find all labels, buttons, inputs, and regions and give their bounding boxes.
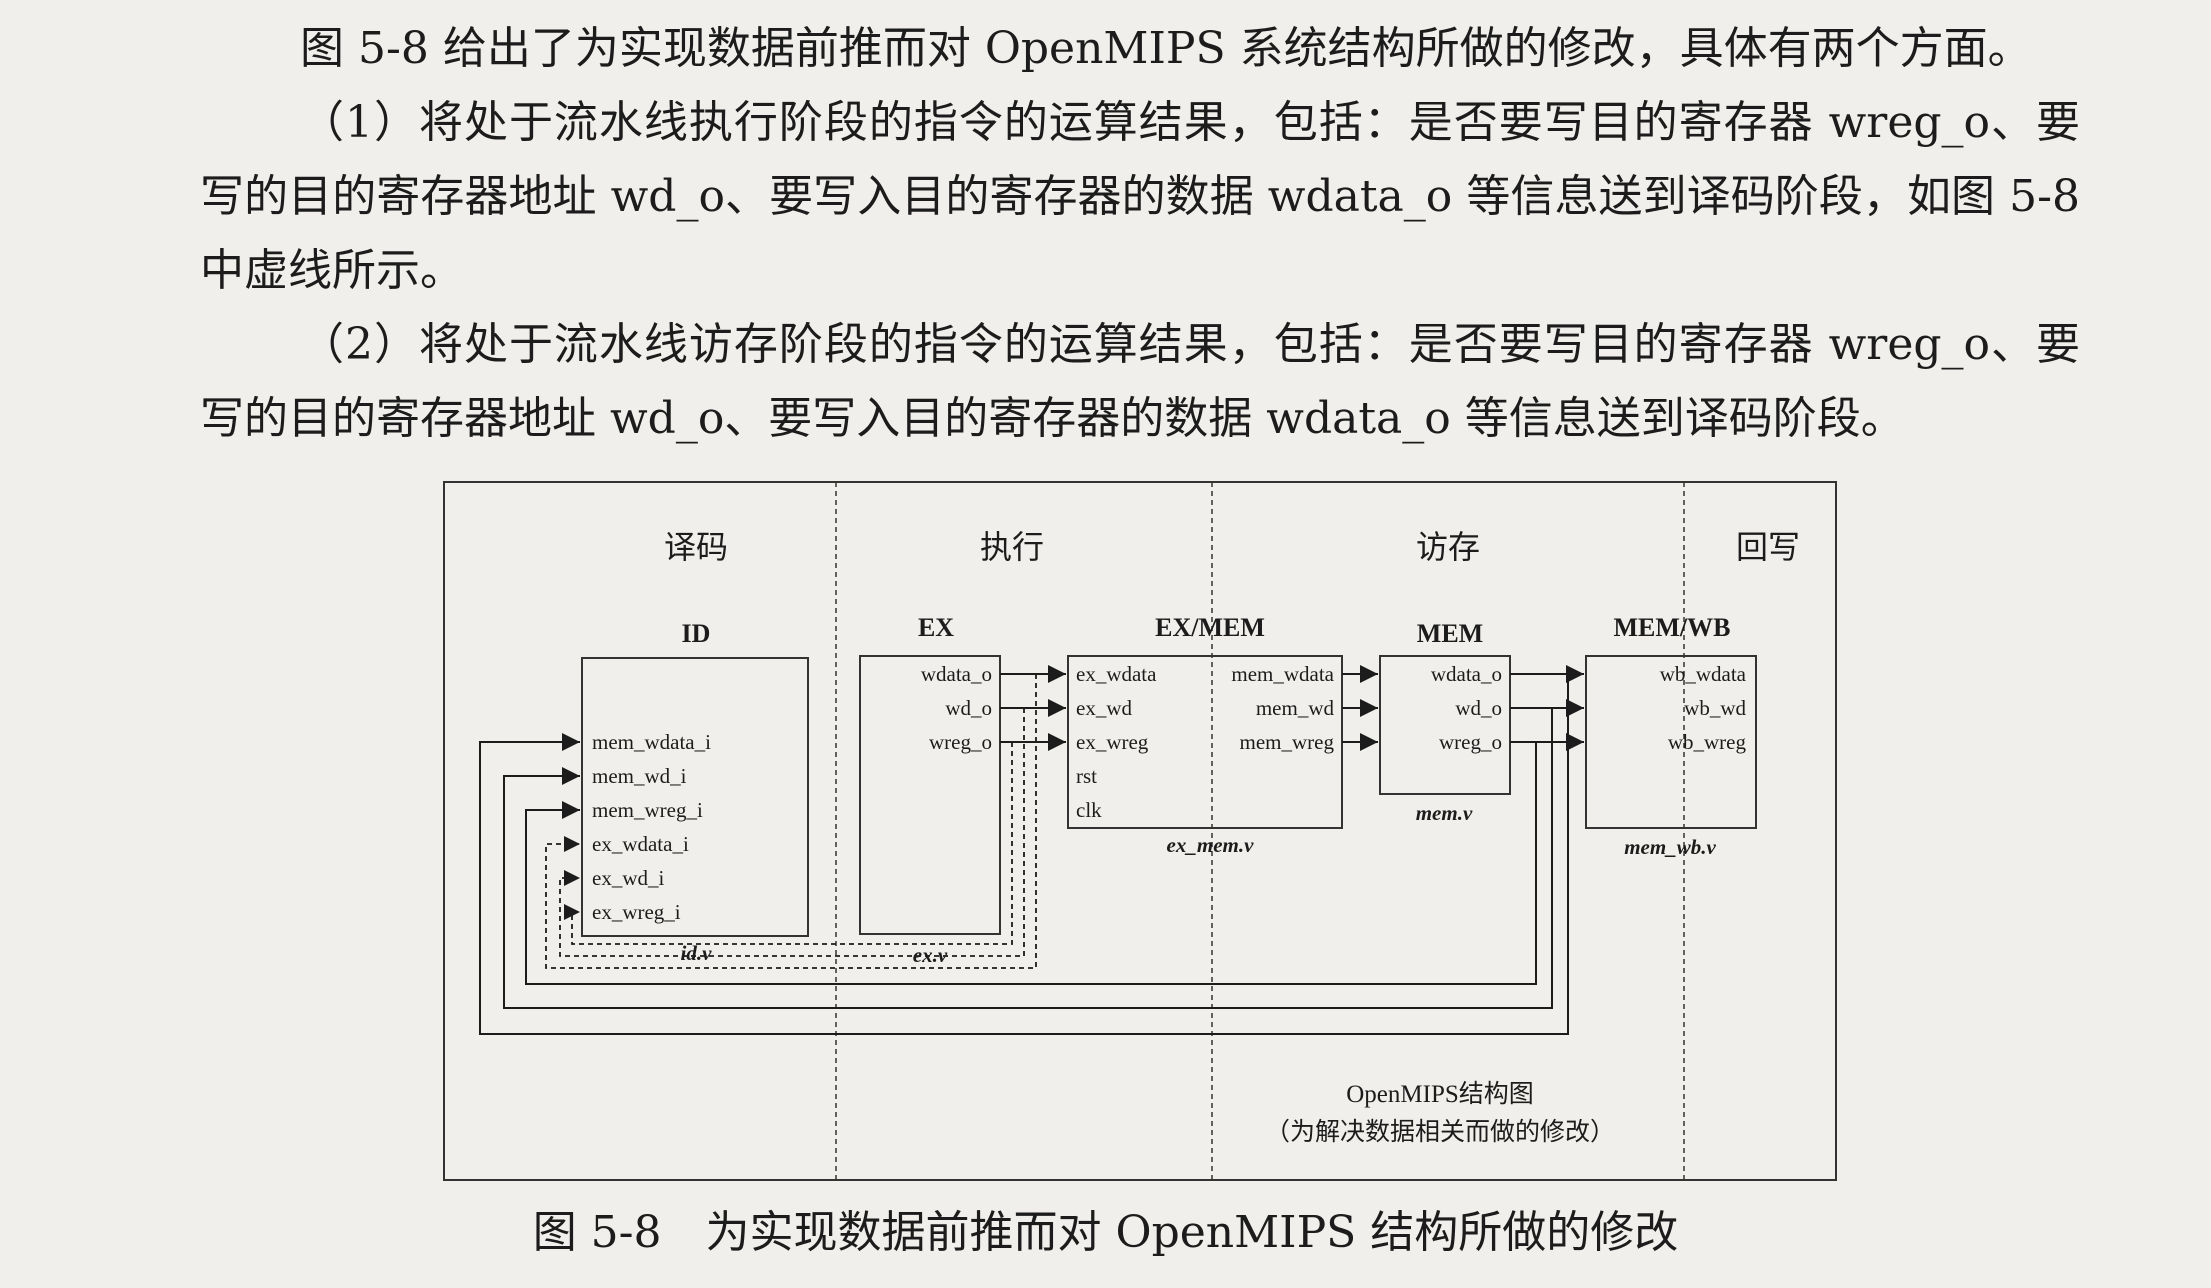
id-port-mem-wreg: mem_wreg_i xyxy=(592,798,703,822)
id-port-ex-wreg: ex_wreg_i xyxy=(592,900,681,924)
mem-wb-port-wb-wdata: wb_wdata xyxy=(1660,662,1747,686)
ex-mem-port-rst: rst xyxy=(1076,764,1097,788)
ex-mem-port-mem-wreg: mem_wreg xyxy=(1240,730,1335,754)
id-port-ex-wd: ex_wd_i xyxy=(592,866,664,890)
mem-wb-file-label: mem_wb.v xyxy=(1624,835,1716,859)
exmem-to-mem-arrows xyxy=(1342,665,1378,751)
ex-mem-port-clk: clk xyxy=(1076,798,1102,822)
id-port-mem-wd: mem_wd_i xyxy=(592,764,687,788)
id-module-title: ID xyxy=(682,619,711,648)
id-file-label: id.v xyxy=(681,941,713,965)
stage-dividers xyxy=(835,482,1685,1180)
ex-mem-module-title: EX/MEM xyxy=(1155,613,1265,642)
mem-module-box xyxy=(1379,655,1511,795)
ex-mem-port-mem-wd: mem_wd xyxy=(1256,696,1335,720)
ex-mem-file-label: ex_mem.v xyxy=(1167,833,1255,857)
mem-port-wreg: wreg_o xyxy=(1439,730,1502,754)
ex-mem-port-ex-wreg: ex_wreg xyxy=(1076,730,1149,754)
stage-label-writeback: 回写 xyxy=(1736,529,1800,565)
structure-label: OpenMIPS结构图 xyxy=(1346,1080,1534,1108)
mem-wb-port-wb-wd: wb_wd xyxy=(1684,696,1746,720)
ex-port-wd: wd_o xyxy=(945,696,992,720)
structure-sublabel: （为解决数据相关而做的修改） xyxy=(1265,1118,1615,1146)
ex-forwarding-paths xyxy=(545,674,1037,969)
ex-mem-port-ex-wd: ex_wd xyxy=(1076,696,1132,720)
point-2-paragraph: （2）将处于流水线访存阶段的指令的运算结果，包括：是否要写目的寄存器 wreg_… xyxy=(200,319,2080,444)
id-port-mem-wdata: mem_wdata_i xyxy=(592,730,711,754)
point-1-paragraph: （1）将处于流水线执行阶段的指令的运算结果，包括：是否要写目的寄存器 wreg_… xyxy=(200,97,2080,296)
figure-caption: 图 5-8 为实现数据前推而对 OpenMIPS 结构所做的修改 xyxy=(532,1207,1679,1258)
ex-to-exmem-arrows xyxy=(1000,665,1066,751)
mem-wb-module-box xyxy=(1585,655,1757,829)
mem-port-wd: wd_o xyxy=(1455,696,1502,720)
ex-mem-port-ex-wdata: ex_wdata xyxy=(1076,662,1157,686)
mem-module-title: MEM xyxy=(1417,619,1483,648)
diagram-frame xyxy=(443,481,1837,1181)
id-module-box xyxy=(581,657,809,937)
mem-forwarding-paths xyxy=(479,674,1569,1035)
ex-module-box xyxy=(859,655,1001,935)
stage-label-memory: 访存 xyxy=(1416,529,1480,565)
ex-mem-port-mem-wdata: mem_wdata xyxy=(1231,662,1334,686)
mem-to-memwb-arrows xyxy=(1510,665,1584,751)
intro-paragraph: 图 5-8 给出了为实现数据前推而对 OpenMIPS 系统结构所做的修改，具体… xyxy=(300,23,2032,74)
mem-file-label: mem.v xyxy=(1416,801,1473,825)
ex-port-wreg: wreg_o xyxy=(929,730,992,754)
openmips-structure-diagram: 译码 执行 访存 回写 ID mem_wdata_i mem_wd_i mem_… xyxy=(440,478,1840,1192)
stage-label-execute: 执行 xyxy=(980,529,1044,565)
stage-label-decode: 译码 xyxy=(664,529,728,565)
mem-wb-module-title: MEM/WB xyxy=(1614,613,1731,642)
ex-module-title: EX xyxy=(918,613,954,642)
id-port-ex-wdata: ex_wdata_i xyxy=(592,832,689,856)
ex-port-wdata: wdata_o xyxy=(921,662,992,686)
mem-port-wdata: wdata_o xyxy=(1431,662,1502,686)
ex-file-label: ex.v xyxy=(913,943,948,967)
mem-wb-port-wb-wreg: wb_wreg xyxy=(1668,730,1747,754)
